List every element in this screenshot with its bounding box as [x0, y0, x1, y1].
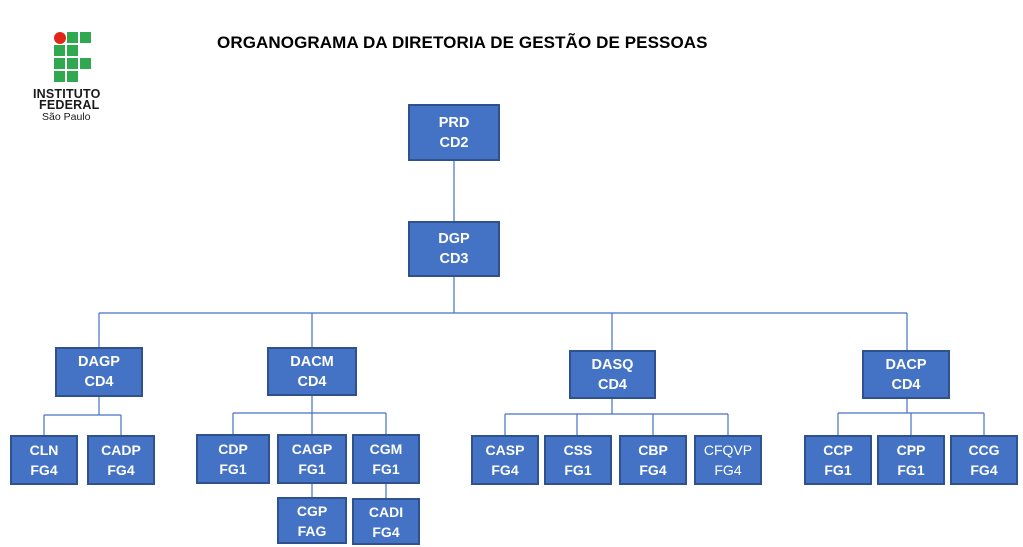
node-name: CASP — [485, 442, 525, 458]
node-code: FG1 — [564, 462, 592, 478]
logo-green-square — [80, 58, 91, 69]
node-name: CDP — [218, 441, 248, 457]
node-cbp: CBP FG4 — [619, 435, 687, 485]
logo-green-square — [67, 71, 78, 82]
node-dacm: DACM CD4 — [267, 347, 357, 396]
node-name: CFQVP — [703, 442, 753, 458]
institution-logo: INSTITUTO FEDERAL São Paulo — [20, 28, 130, 138]
node-code: CD2 — [439, 134, 469, 151]
logo-green-square — [67, 58, 78, 69]
logo-green-square — [54, 58, 65, 69]
node-dagp: DAGP CD4 — [55, 347, 143, 397]
node-name: CSS — [563, 442, 593, 458]
node-code: CD4 — [84, 374, 114, 390]
node-name: CCG — [968, 442, 1000, 458]
node-code: CD4 — [891, 376, 921, 393]
node-name: CGP — [296, 502, 328, 519]
node-name: CPP — [896, 442, 926, 458]
logo-green-square — [54, 71, 65, 82]
node-name: PRD — [438, 114, 470, 131]
node-code: FG1 — [298, 461, 326, 477]
node-name: CADI — [368, 503, 404, 520]
node-cfqvp: CFQVP FG4 — [694, 435, 762, 485]
node-name: DACP — [885, 356, 927, 373]
node-name: CADP — [101, 442, 141, 458]
node-code: FG1 — [897, 462, 925, 478]
node-dgp: DGP CD3 — [408, 221, 500, 277]
node-code: FG1 — [824, 462, 852, 478]
node-prd: PRD CD2 — [408, 104, 500, 161]
node-cln: CLN FG4 — [10, 435, 78, 485]
logo-text-federal: FEDERAL — [39, 98, 100, 112]
logo-green-square — [54, 45, 65, 56]
node-code: CD4 — [597, 376, 627, 393]
node-name: CLN — [29, 442, 59, 458]
node-name: CBP — [638, 442, 668, 458]
node-code: FG1 — [219, 461, 247, 477]
node-name: DACM — [290, 353, 334, 370]
node-code: FG4 — [491, 462, 519, 478]
node-cadp: CADP FG4 — [87, 435, 155, 485]
node-code: FAG — [297, 522, 327, 539]
page-title: ORGANOGRAMA DA DIRETORIA DE GESTÃO DE PE… — [217, 33, 708, 52]
logo-text-sao-paulo: São Paulo — [42, 111, 91, 123]
node-ccp: CCP FG1 — [804, 435, 872, 485]
node-code: CD4 — [297, 373, 327, 390]
logo-green-square — [80, 32, 91, 43]
node-code: CD3 — [439, 251, 469, 267]
node-ccg: CCG FG4 — [950, 435, 1018, 485]
node-cdp: CDP FG1 — [196, 434, 270, 484]
node-cgm: CGM FG1 — [352, 434, 420, 484]
node-cgp: CGP FAG — [277, 497, 347, 544]
node-cpp: CPP FG1 — [877, 435, 945, 485]
node-code: FG4 — [970, 462, 998, 478]
node-name: CAGP — [291, 441, 333, 457]
logo-red-dot — [54, 32, 66, 44]
node-name: DAGP — [78, 354, 120, 370]
node-cagp: CAGP FG1 — [277, 434, 347, 484]
node-name: CGM — [369, 441, 403, 457]
node-code: FG4 — [107, 462, 135, 478]
node-code: FG4 — [714, 462, 742, 478]
logo-text-instituto: INSTITUTO — [33, 87, 101, 101]
node-dacp: DACP CD4 — [862, 350, 950, 399]
logo-green-square — [67, 45, 78, 56]
node-code: FG4 — [30, 462, 58, 478]
node-code: FG4 — [372, 523, 400, 540]
node-name: DASQ — [591, 356, 634, 373]
logo-green-square — [67, 32, 78, 43]
node-code: FG1 — [372, 461, 400, 477]
node-cadi: CADI FG4 — [352, 498, 420, 545]
node-dasq: DASQ CD4 — [569, 350, 656, 399]
node-name: CCP — [823, 442, 853, 458]
node-code: FG4 — [639, 462, 667, 478]
node-css: CSS FG1 — [544, 435, 612, 485]
node-casp: CASP FG4 — [471, 435, 539, 485]
node-name: DGP — [438, 231, 470, 247]
